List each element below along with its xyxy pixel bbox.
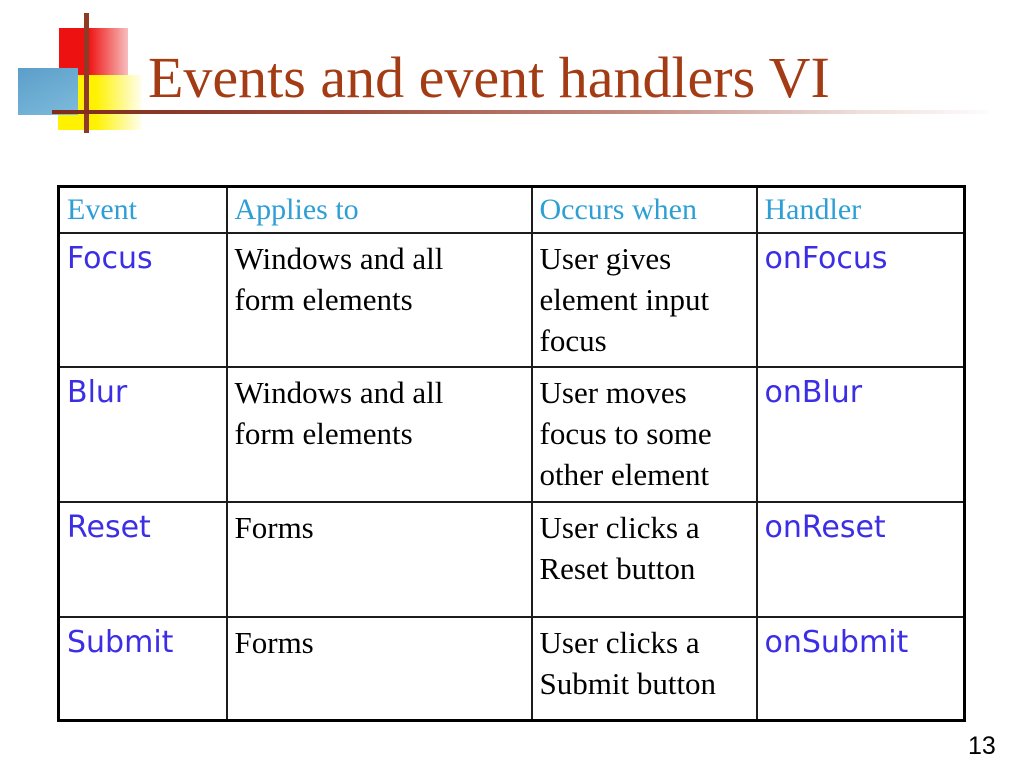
occurs-when-cell: User moves focus to some other element [530,366,758,503]
handler-name-cell: onSubmit [755,616,966,721]
table-row-focus: Focus Windows and all form elements User… [57,232,966,368]
event-name-cell: Blur [57,366,228,503]
applies-to-cell: Windows and all form elements [225,232,533,368]
red-square-decor [59,28,128,75]
title-underline [52,110,990,114]
header-cell-handler: Handler [755,185,966,234]
event-name-cell: Reset [57,501,228,618]
event-name-cell: Focus [57,232,228,368]
table-row-submit: Submit Forms User clicks a Submit button… [57,616,966,721]
table-header-row: Event Applies to Occurs when Handler [57,185,966,234]
header-cell-applies-to: Applies to [225,185,533,234]
page-number: 13 [968,732,996,760]
events-table: Event Applies to Occurs when Handler Foc… [57,185,966,722]
vertical-accent-line [84,13,89,133]
applies-to-cell: Windows and all form elements [225,366,533,503]
header-cell-event: Event [57,185,228,234]
table-row-reset: Reset Forms User clicks a Reset button o… [57,501,966,618]
blue-square-decor [18,68,78,115]
header-cell-occurs-when: Occurs when [530,185,758,234]
handler-name-cell: onBlur [755,366,966,503]
occurs-when-cell: User clicks a Reset button [530,501,758,618]
applies-to-cell: Forms [225,501,533,618]
applies-to-cell: Forms [225,616,533,721]
table-row-blur: Blur Windows and all form elements User … [57,366,966,503]
event-name-cell: Submit [57,616,228,721]
handler-name-cell: onReset [755,501,966,618]
slide-title: Events and event handlers VI [148,45,830,110]
handler-name-cell: onFocus [755,232,966,368]
occurs-when-cell: User clicks a Submit button [530,616,758,721]
occurs-when-cell: User gives element input focus [530,232,758,368]
